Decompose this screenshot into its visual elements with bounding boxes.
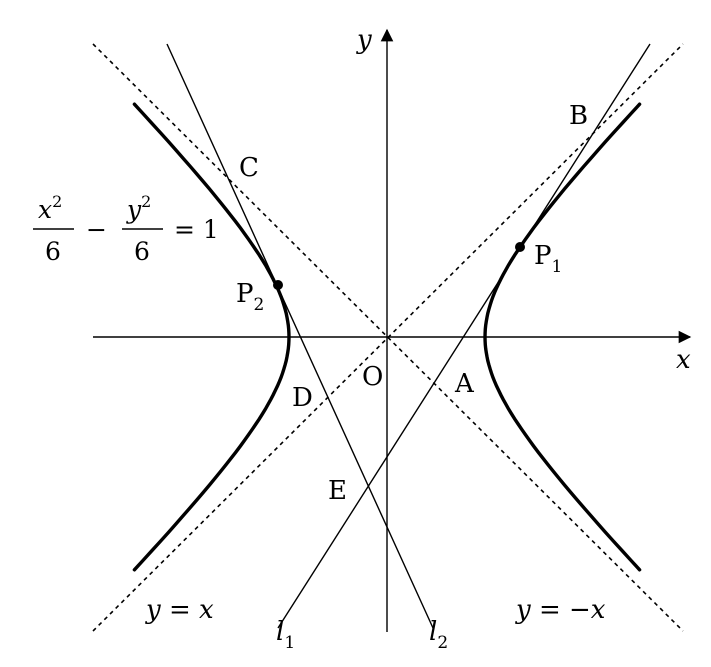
asymptote-label-right: y = −x <box>515 595 606 625</box>
asymptote-label-left: y = x <box>145 595 214 625</box>
hyperbola-equation: x2 6 − y2 6 = 1 <box>33 192 219 266</box>
label-a: A <box>454 369 475 399</box>
eq-minus: − <box>86 215 107 244</box>
label-e: E <box>328 476 347 506</box>
eq-numerator-right: y2 <box>126 192 151 224</box>
tangent-line-l1 <box>277 43 651 629</box>
eq-numerator-left: x2 <box>38 192 62 224</box>
eq-denominator-left: 6 <box>45 237 61 266</box>
point-p2 <box>273 280 283 290</box>
point-p1 <box>515 242 525 252</box>
label-b: B <box>569 101 588 131</box>
label-d: D <box>292 383 313 413</box>
eq-denominator-right: 6 <box>134 237 150 266</box>
label-l2: l2 <box>429 617 448 653</box>
origin-label: O <box>362 362 383 392</box>
label-p2: P2 <box>236 279 264 315</box>
hyperbola-right-branch <box>483 102 642 572</box>
label-l1: l1 <box>276 617 295 653</box>
hyperbola-left-branch <box>132 102 291 572</box>
tangent-line-l2 <box>166 43 434 629</box>
eq-equals-one: = 1 <box>174 215 219 244</box>
x-axis-label: x <box>676 345 691 375</box>
asymptote-y-equals-minus-x <box>92 43 684 632</box>
label-c: C <box>239 153 259 183</box>
y-axis-label: y <box>356 25 372 55</box>
label-p1: P1 <box>534 241 562 277</box>
